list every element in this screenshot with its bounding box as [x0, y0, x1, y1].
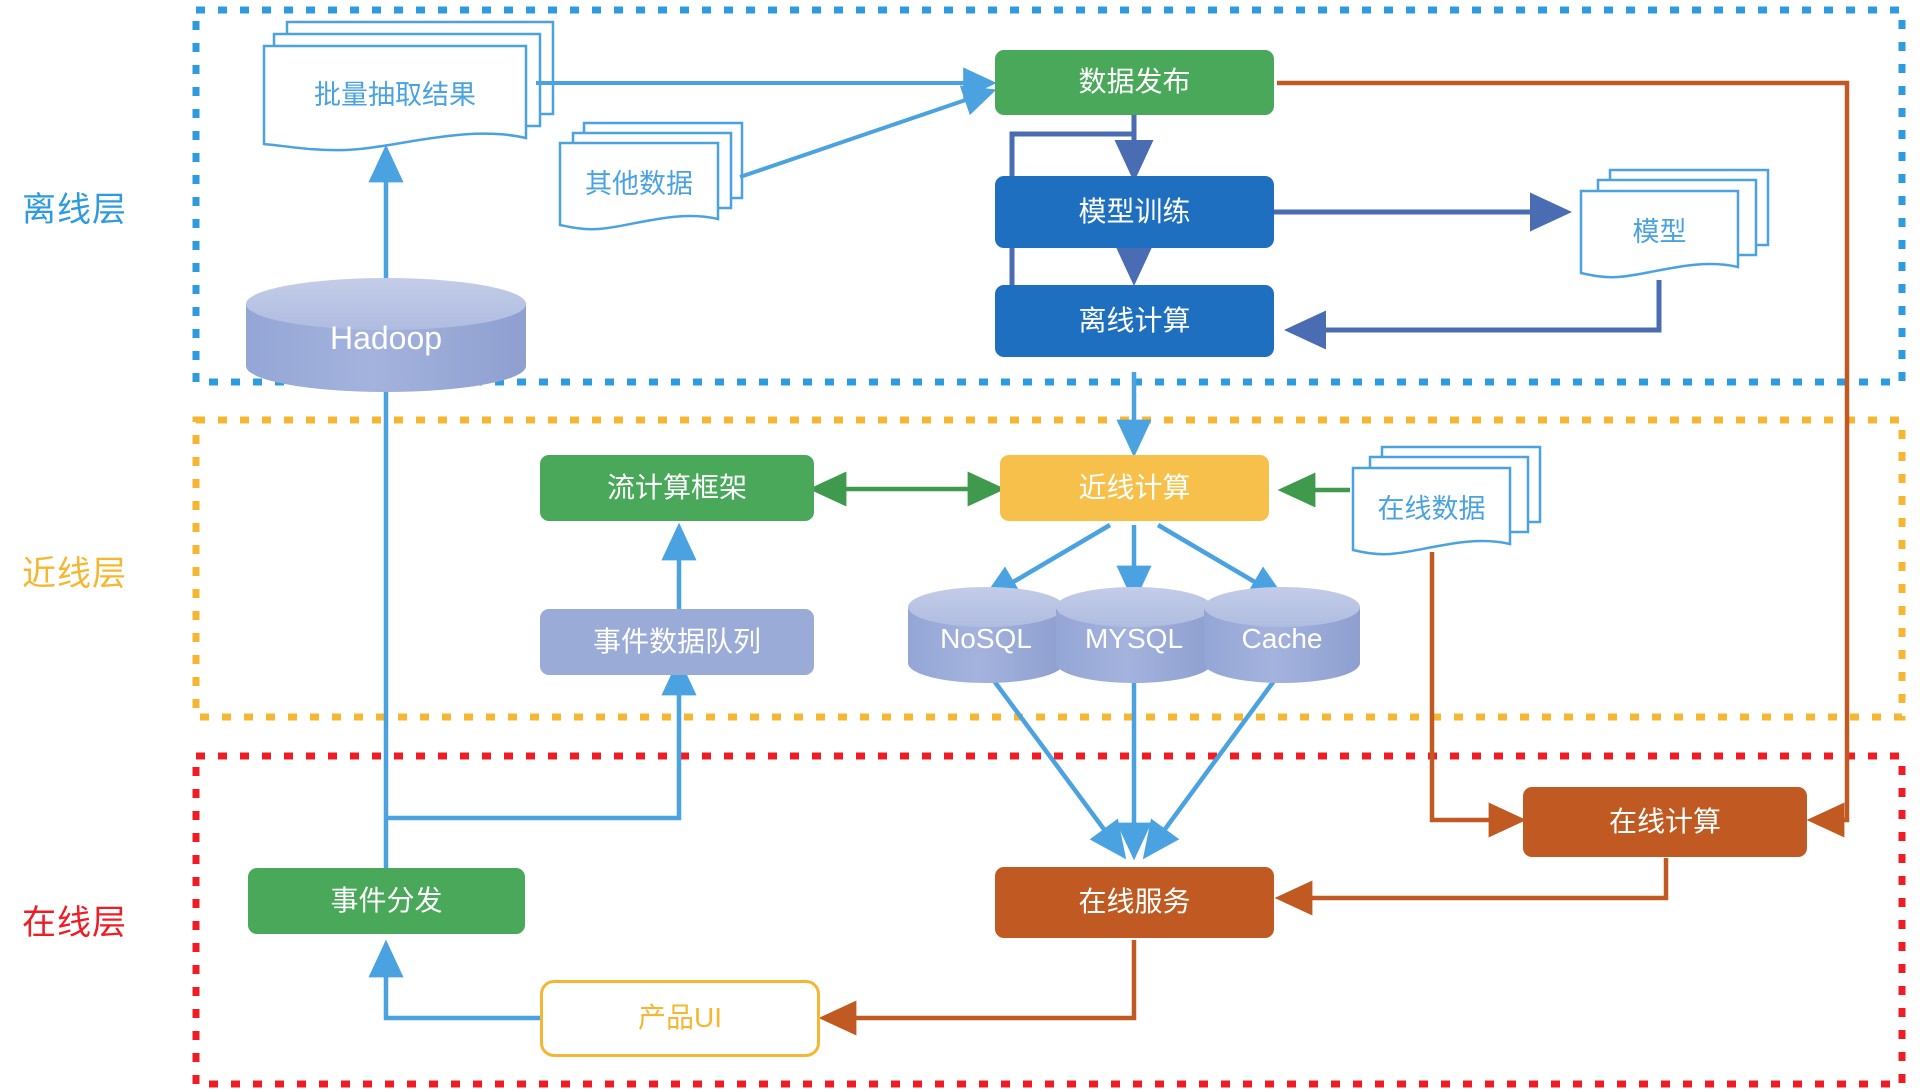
- edge-onlinedata-to-onlinecompute: [1429, 552, 1527, 838]
- node-online-compute[interactable]: 在线计算: [1523, 787, 1807, 857]
- edge-nosql-to-onlineservice: [984, 668, 1127, 860]
- edge-otherdata-to-publish: [739, 85, 997, 179]
- node-online-service[interactable]: 在线服务: [995, 867, 1274, 938]
- edge-onlineservice-to-productui: [818, 940, 1137, 1036]
- cylinder-shape-hadoop: [246, 278, 526, 392]
- edge-nearline-to-cache: [1156, 523, 1287, 601]
- node-stream-compute-framework[interactable]: 流计算框架: [540, 455, 814, 521]
- layer-label-nearline: 近线层: [22, 555, 127, 593]
- layer-label-online: 在线层: [22, 904, 127, 942]
- cylinder-shape-cache: [1204, 587, 1360, 683]
- node-nearline-compute[interactable]: 近线计算: [1000, 455, 1269, 521]
- node-event-data-queue[interactable]: 事件数据队列: [540, 609, 814, 675]
- layer-frame-nearline: [192, 416, 1906, 721]
- edge-cache-to-onlineservice: [1142, 668, 1284, 860]
- layer-label-offline: 离线层: [22, 191, 127, 229]
- edge-publish-to-onlinecompute-right: [1277, 80, 1850, 838]
- doc-shape-other-data: [558, 121, 744, 231]
- doc-shape-batch-extract-result: [262, 20, 555, 152]
- doc-shape-model: [1579, 168, 1770, 279]
- edge-productui-to-dispatch: [368, 939, 540, 1021]
- layer-frame-offline: [192, 6, 1906, 386]
- node-data-publish[interactable]: 数据发布: [995, 50, 1274, 115]
- node-product-ui[interactable]: 产品UI: [540, 980, 820, 1057]
- edge-dispatch-to-queue: [386, 657, 697, 821]
- edge-onlinecompute-to-onlineservice: [1274, 858, 1669, 916]
- cylinder-shape-nosql: [908, 587, 1064, 683]
- node-event-dispatch[interactable]: 事件分发: [248, 868, 525, 934]
- cylinder-shape-mysql: [1056, 587, 1212, 683]
- layer-frame-online: [192, 752, 1906, 1088]
- edge-nearline-to-nosql: [981, 523, 1112, 601]
- node-offline-compute[interactable]: 离线计算: [995, 285, 1274, 357]
- doc-shape-online-data: [1351, 445, 1542, 556]
- node-model-training[interactable]: 模型训练: [995, 176, 1274, 248]
- edge-model-to-offlinecompute: [1283, 280, 1662, 350]
